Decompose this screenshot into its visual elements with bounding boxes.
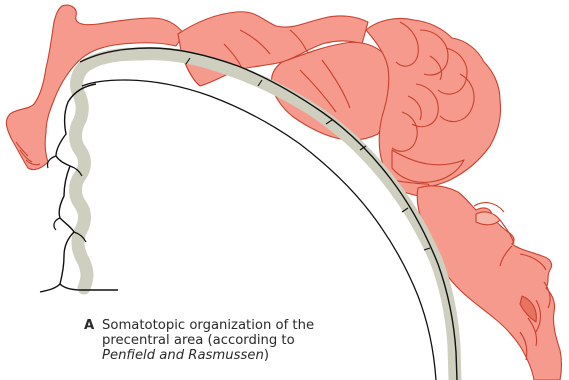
eye-icon bbox=[476, 212, 500, 225]
homunculus-leg bbox=[6, 5, 184, 169]
figure-caption: A Somatotopic organization of the precen… bbox=[102, 318, 352, 363]
caption-line-3: Penfield and Rasmussen) bbox=[102, 348, 352, 363]
caption-letter: A bbox=[84, 318, 94, 333]
caption-line-1: Somatotopic organization of the bbox=[102, 318, 352, 333]
caption-line-2: precentral area (according to bbox=[102, 333, 352, 348]
homunculus-hand bbox=[366, 18, 501, 188]
caption-authors: Penfield and Rasmussen bbox=[102, 348, 264, 363]
caption-closing-paren: ) bbox=[264, 348, 269, 363]
